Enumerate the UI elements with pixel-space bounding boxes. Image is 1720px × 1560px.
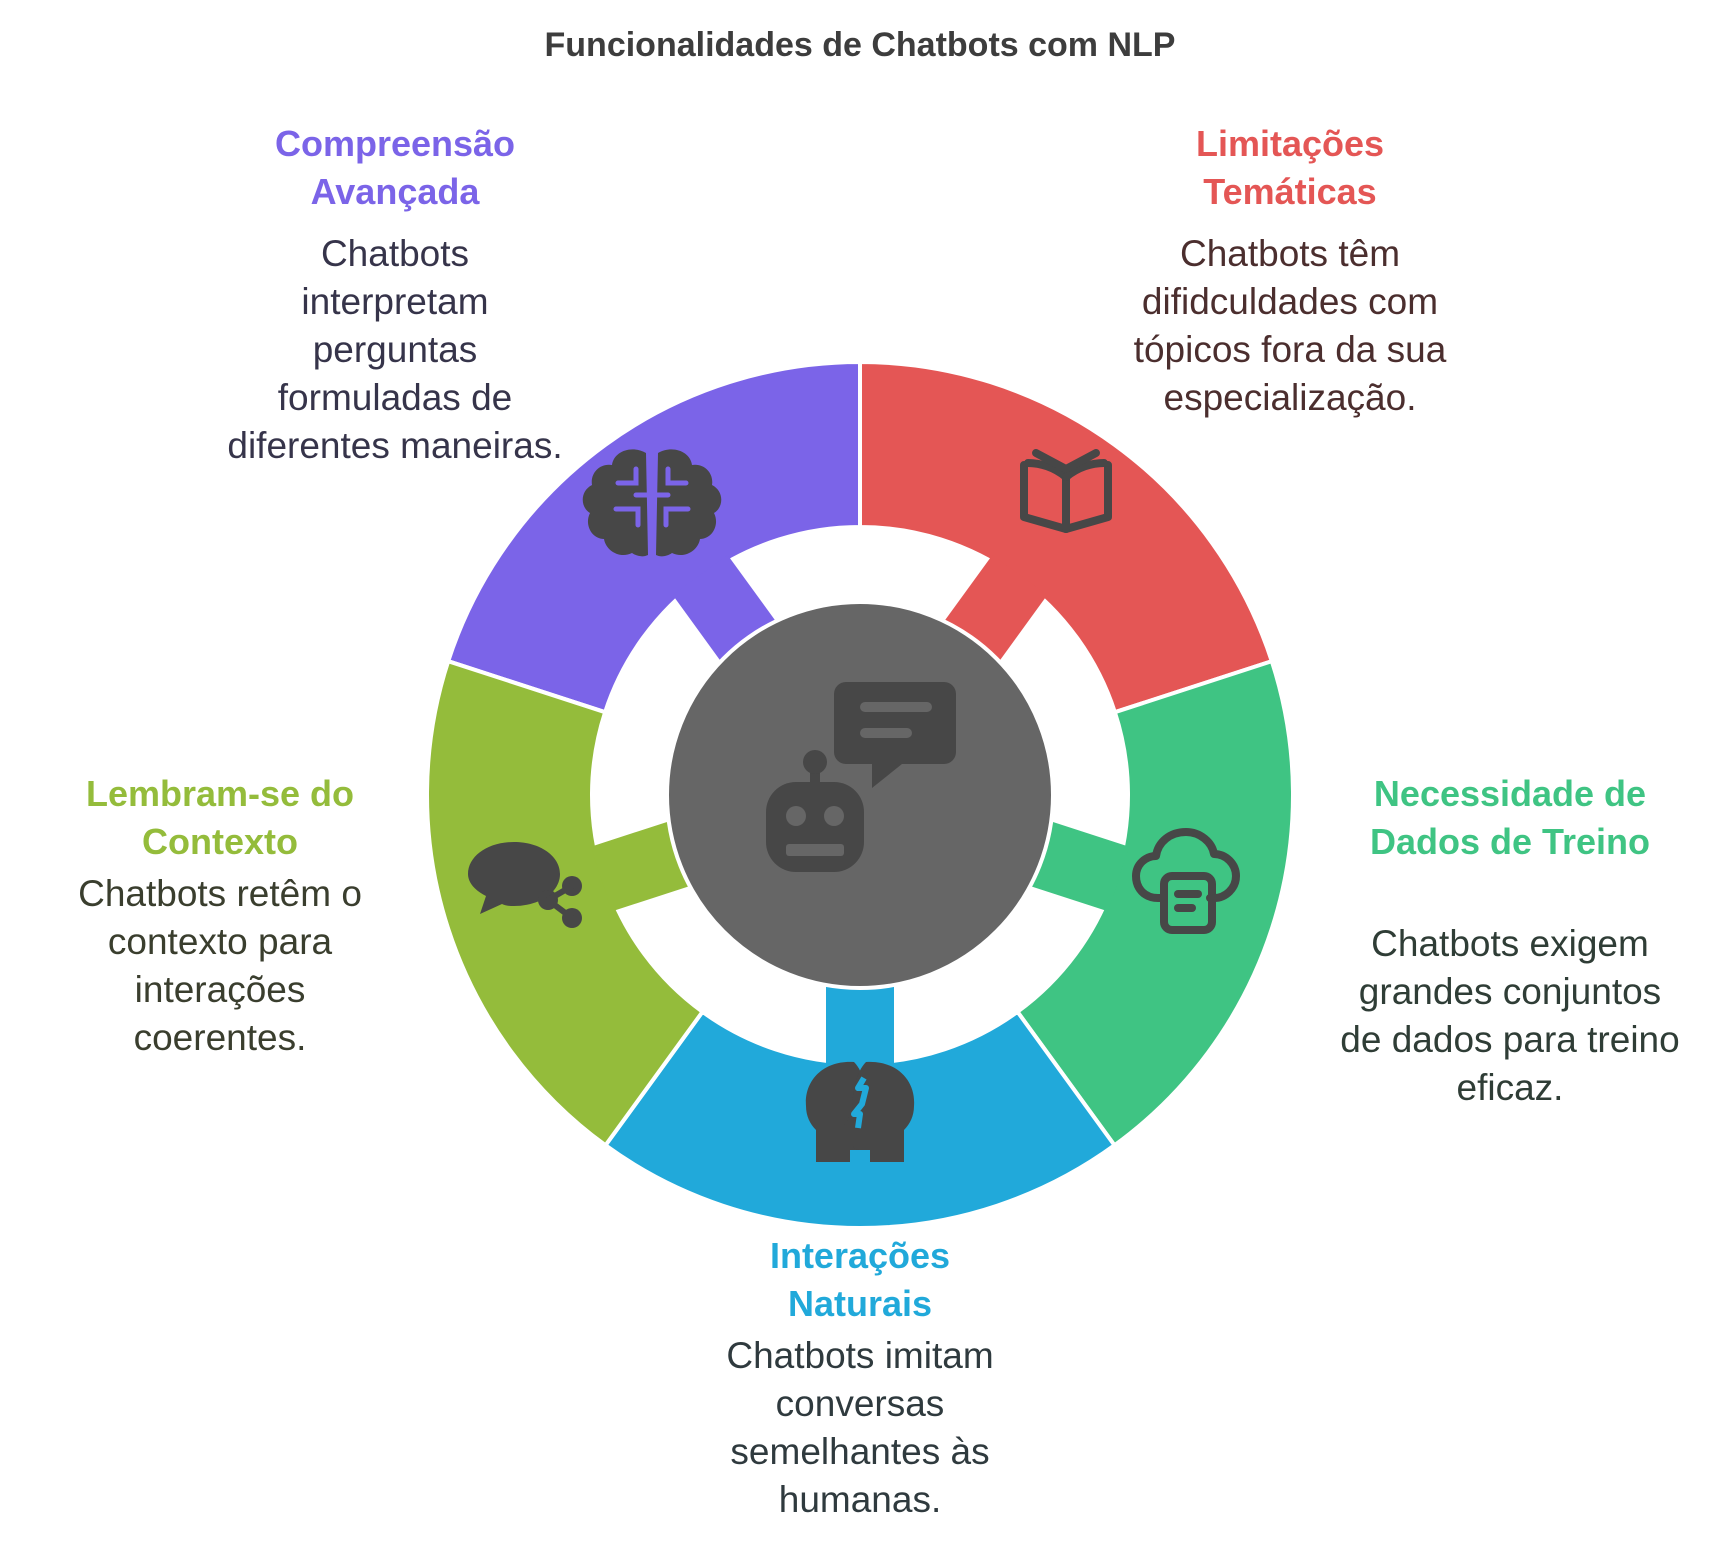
segment-text-compreensao: Compreensão Avançada Chatbots interpreta… [180,120,610,470]
heading-line: Necessidade de [1373,773,1647,814]
description-line: Chatbots exigem [1371,923,1649,964]
ring-segment-necessidade [1014,658,1296,1149]
segment-heading-limitacoes: Limitações Temáticas [1090,120,1490,216]
segment-description-necessidade: Chatbots exigem grandes conjuntos de dad… [1310,920,1710,1112]
description-line: tópicos fora da sua [1133,329,1447,370]
description-line: contexto para [107,921,333,962]
heading-line: Lembram-se do [85,773,355,814]
description-line: interações [134,969,306,1010]
ring-spoke-necessidade [1025,819,1130,912]
robot-chat-icon [766,682,956,872]
description-line: Chatbots retêm o [78,873,362,914]
description-line: conversas [775,1383,945,1424]
open-book-icon [1020,449,1112,533]
heading-line: Naturais [787,1283,933,1324]
segment-description-limitacoes: Chatbots têm difidculdades com tópicos f… [1090,230,1490,422]
ring-spoke-lembram [590,819,695,912]
cloud-data-icon [1132,828,1240,934]
segment-description-lembram: Chatbots retêm o contexto para interaçõe… [20,870,420,1062]
description-line: diferentes maneiras. [227,425,563,466]
heading-line: Interações [769,1235,951,1276]
description-line: formuladas de [277,377,513,418]
description-line: interpretam [301,281,489,322]
description-line: especialização. [1163,377,1417,418]
diagram-title: Funcionalidades de Chatbots com NLP [544,26,1176,64]
description-line: Chatbots têm [1179,233,1401,274]
description-line: Chatbots [320,233,470,274]
chat-share-icon [468,842,582,928]
ring-spoke-limitacoes [941,554,1048,666]
segment-description-interacoes: Chatbots imitam conversas semelhantes às… [660,1332,1060,1524]
center-hub [665,600,1055,990]
heading-line: Dados de Treino [1369,821,1651,862]
description-line: humanas. [778,1479,942,1520]
description-line: perguntas [312,329,478,370]
segment-text-limitacoes: Limitações Temáticas Chatbots têm difidc… [1090,120,1490,422]
description-line: difidculdades com [1141,281,1439,322]
ring-segment-lembram [425,658,706,1149]
segment-text-interacoes: Interações Naturais Chatbots imitam conv… [660,1232,1060,1524]
segment-description-compreensao: Chatbots interpretam perguntas formulada… [180,230,610,470]
heading-line: Contexto [142,821,298,862]
ring-spoke-compreensao [672,554,779,666]
ring-segment-limitacoes [858,359,1275,715]
description-line: grandes conjuntos [1358,971,1662,1012]
segment-heading-necessidade: Necessidade de Dados de Treino [1310,770,1710,866]
segment-text-necessidade: Necessidade de Dados de Treino Chatbots … [1310,770,1710,1112]
segment-heading-lembram: Lembram-se do Contexto [20,770,420,866]
segment-heading-interacoes: Interações Naturais [660,1232,1060,1328]
description-line: Chatbots imitam [726,1335,994,1376]
heading-line: Limitações [1195,123,1385,164]
heading-line: Temáticas [1203,171,1377,212]
two-heads-icon [805,1061,915,1162]
segment-text-lembram: Lembram-se do Contexto Chatbots retêm o … [20,770,420,1062]
heading-line: Avançada [310,171,480,212]
brain-icon [582,449,722,557]
description-line: de dados para treino [1340,1019,1680,1060]
description-line: semelhantes às [730,1431,990,1472]
description-line: eficaz. [1456,1067,1564,1108]
heading-line: Compreensão [274,123,516,164]
segment-heading-compreensao: Compreensão Avançada [180,120,610,216]
description-line: coerentes. [133,1017,307,1058]
